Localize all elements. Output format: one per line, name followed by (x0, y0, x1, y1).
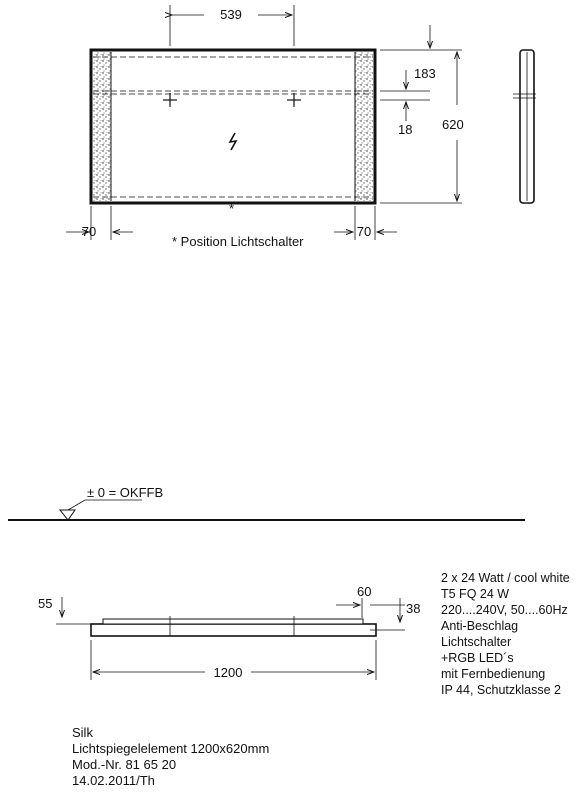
switch-position-note: * Position Lichtschalter (172, 234, 304, 249)
floor-level-label: ± 0 = OKFFB (87, 485, 163, 500)
spec-line: Anti-Beschlag (441, 619, 519, 633)
dim-depth: 55 (38, 596, 52, 611)
mounting-point-left (163, 93, 177, 107)
mirror-plan-outline (90, 623, 377, 637)
spec-line: mit Fernbedienung (441, 667, 546, 681)
product-description: Lichtspiegelelement 1200x620mm (72, 741, 270, 756)
spec-line: IP 44, Schutzklasse 2 (441, 683, 561, 697)
dim-offset-top: 183 (414, 66, 436, 81)
product-model: Mod.-Nr. 81 65 20 (72, 757, 177, 772)
dim-top-spacing: 539 (220, 7, 242, 22)
product-info: Silk Lichtspiegelelement 1200x620mm Mod.… (72, 725, 269, 789)
dim-height: 620 (442, 117, 464, 132)
switch-marker: * (229, 201, 234, 216)
side-view (513, 49, 536, 204)
dim-right-depth: 38 (406, 601, 420, 616)
dim-offset-small: 18 (398, 122, 412, 137)
dim-width: 1200 (214, 665, 243, 680)
spec-line: 220....240V, 50....60Hz (441, 603, 568, 617)
level-marker-icon (58, 509, 76, 521)
spec-line: 2 x 24 Watt / cool white (441, 571, 570, 585)
left-light-strip (93, 52, 111, 201)
plan-view: 55 60 38 1200 (38, 584, 420, 680)
right-light-strip (355, 52, 373, 201)
technical-specs: 2 x 24 Watt / cool white T5 FQ 24 W 220.… (441, 570, 570, 698)
spec-line: T5 FQ 24 W (441, 587, 510, 601)
dim-right-side: 70 (357, 224, 371, 239)
dim-right-offset: 60 (357, 584, 371, 599)
electrical-symbol-icon (228, 132, 238, 151)
floor-level: ± 0 = OKFFB (8, 485, 525, 521)
dim-left-side: 70 (82, 224, 96, 239)
spec-line: Lichtschalter (441, 635, 512, 649)
product-date: 14.02.2011/Th (72, 773, 155, 788)
mirror-outline (89, 48, 377, 205)
front-view: * 539 620 183 18 70 70 (66, 5, 464, 249)
product-name: Silk (72, 725, 93, 740)
spec-line: +RGB LED´s (441, 651, 514, 665)
mounting-point-right (287, 93, 301, 107)
